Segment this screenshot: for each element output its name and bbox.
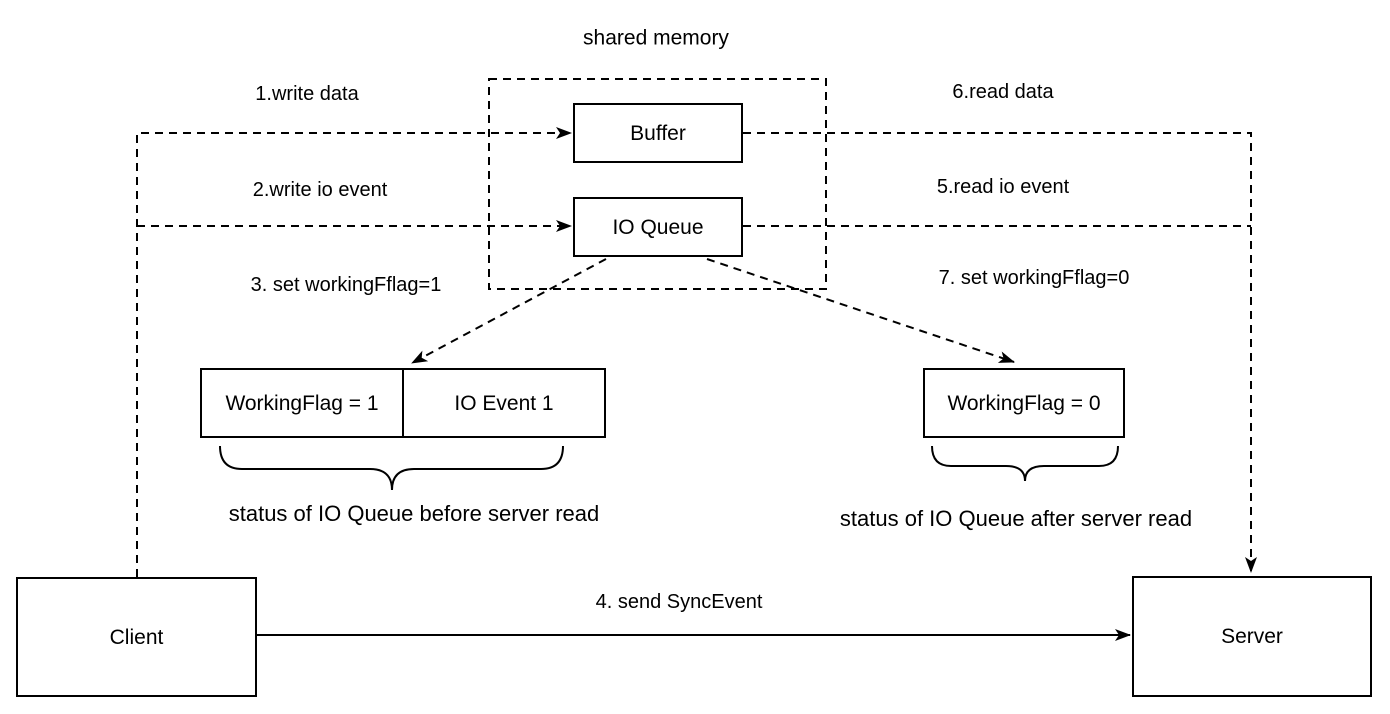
brace-after-read (931, 445, 1119, 482)
node-io-queue: IO Queue (573, 197, 743, 257)
caption-status-after-read: status of IO Queue after server read (839, 505, 1193, 531)
node-io-queue-label: IO Queue (612, 215, 704, 239)
label-step4-send-syncevent: 4. send SyncEvent (595, 591, 763, 613)
label-step2-write-io-event: 2.write io event (252, 179, 388, 201)
caption-status-before-read: status of IO Queue before server read (228, 500, 600, 526)
cell-io-event-1: IO Event 1 (404, 370, 604, 436)
node-working-flag-0-label: WorkingFlag = 0 (947, 391, 1101, 415)
edge-ioqueue-to-workingflag0 (706, 258, 1015, 363)
node-client: Client (16, 577, 257, 697)
edge-client-to-buffer (136, 127, 572, 577)
edge-buffer-to-server (743, 132, 1257, 573)
label-step5-read-io-event: 5.read io event (936, 176, 1070, 198)
node-io-queue-status-before: WorkingFlag = 1 IO Event 1 (200, 368, 606, 438)
cell-io-event-1-label: IO Event 1 (454, 391, 554, 415)
node-server-label: Server (1221, 625, 1283, 648)
label-step7-set-workingflag-0: 7. set workingFflag=0 (938, 267, 1130, 289)
node-working-flag-0: WorkingFlag = 0 (923, 368, 1125, 438)
node-server: Server (1132, 576, 1372, 697)
label-step3-set-workingflag-1: 3. set workingFflag=1 (250, 274, 442, 296)
shared-memory-title: shared memory (583, 26, 729, 50)
node-buffer: Buffer (573, 103, 743, 163)
edge-ioqueue-to-workingflag1 (411, 258, 607, 364)
shared-memory-dashed-box (488, 78, 827, 290)
cell-working-flag-1-label: WorkingFlag = 1 (225, 391, 379, 415)
label-step6-read-data: 6.read data (952, 81, 1054, 103)
node-buffer-label: Buffer (630, 121, 686, 145)
cell-working-flag-1: WorkingFlag = 1 (202, 370, 404, 436)
label-step1-write-data: 1.write data (255, 83, 359, 105)
node-client-label: Client (109, 625, 164, 649)
brace-before-read (219, 445, 564, 491)
